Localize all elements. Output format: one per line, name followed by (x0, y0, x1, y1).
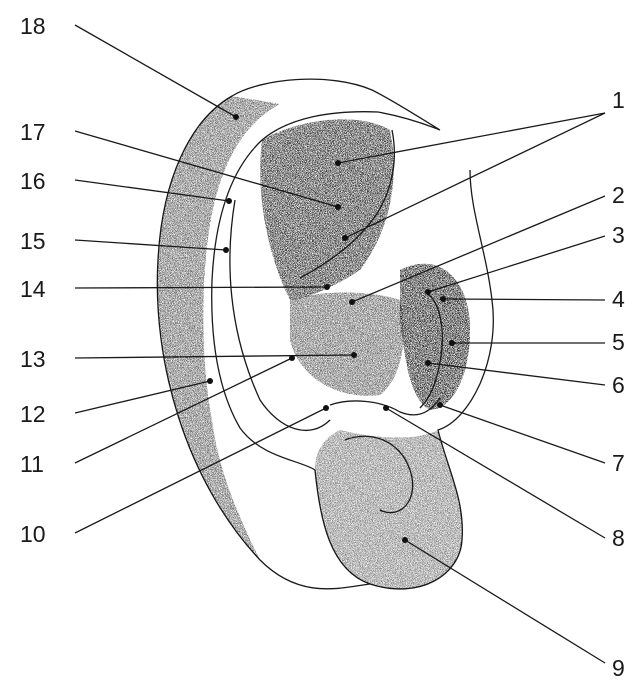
label-18: 18 (20, 13, 46, 39)
dot-1b (342, 235, 348, 241)
label-4: 4 (612, 286, 625, 312)
dot-6 (425, 360, 431, 366)
label-3: 3 (612, 222, 625, 248)
dot-2 (349, 299, 355, 305)
label-10: 10 (20, 521, 46, 547)
dot-9 (402, 537, 408, 543)
dot-11 (289, 355, 295, 361)
label-7: 7 (612, 450, 625, 476)
label-2: 2 (612, 182, 625, 208)
label-17: 17 (20, 119, 46, 145)
dot-1a (335, 160, 341, 166)
leader-3 (428, 236, 605, 292)
dot-14 (324, 284, 330, 290)
label-11: 11 (20, 451, 44, 477)
dot-5 (449, 340, 455, 346)
concha-shade (400, 264, 470, 410)
concha-mid-shade (290, 293, 404, 396)
dot-8 (383, 405, 389, 411)
dot-3 (425, 289, 431, 295)
label-12: 12 (20, 401, 46, 427)
label-14: 14 (20, 276, 46, 302)
concha-upper-shade (260, 119, 393, 300)
lobule-shade (315, 430, 462, 589)
label-16: 16 (20, 168, 46, 194)
label-6: 6 (612, 372, 625, 398)
label-5: 5 (612, 329, 625, 355)
label-8: 8 (612, 525, 625, 551)
label-13: 13 (20, 346, 46, 372)
dot-15 (223, 247, 229, 253)
dot-12 (207, 378, 213, 384)
label-1: 1 (612, 87, 625, 113)
leader-4 (443, 299, 605, 300)
label-15: 15 (20, 228, 46, 254)
leader-18 (75, 25, 236, 117)
label-9: 9 (612, 655, 625, 681)
leader-2 (352, 196, 605, 302)
ear-illustration (157, 79, 493, 589)
dot-18 (233, 114, 239, 120)
dot-17 (335, 204, 341, 210)
dot-13 (351, 352, 357, 358)
dot-10 (323, 405, 329, 411)
dot-7 (437, 402, 443, 408)
dot-4 (440, 296, 446, 302)
leader-9 (405, 540, 605, 663)
dot-16 (226, 198, 232, 204)
